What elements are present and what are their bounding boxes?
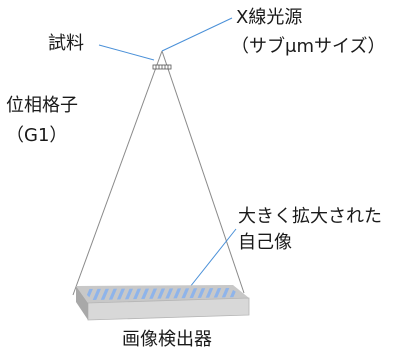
xray-source-size-label: （サブμmサイズ）: [231, 36, 386, 57]
detector-side-face: [76, 286, 88, 320]
phase-grating: [152, 64, 172, 70]
magnified-image-label: 大きく拡大された: [238, 206, 382, 227]
phase-grating-label: 位相格子: [6, 95, 78, 116]
magnified-image-leader-line: [185, 228, 237, 293]
phase-grating-id-label: （G1）: [6, 125, 68, 146]
detector-label: 画像検出器: [122, 329, 212, 350]
xray-source-leader-line: [161, 17, 233, 52]
cone-beam-right: [161, 50, 245, 294]
cone-beam-left: [72, 50, 163, 296]
sample-label: 試料: [48, 33, 84, 54]
sample-leader-line: [98, 44, 155, 61]
image-detector: [76, 285, 250, 321]
self-image-label: 自己像: [238, 232, 292, 253]
xray-source-label: X線光源: [236, 7, 303, 28]
